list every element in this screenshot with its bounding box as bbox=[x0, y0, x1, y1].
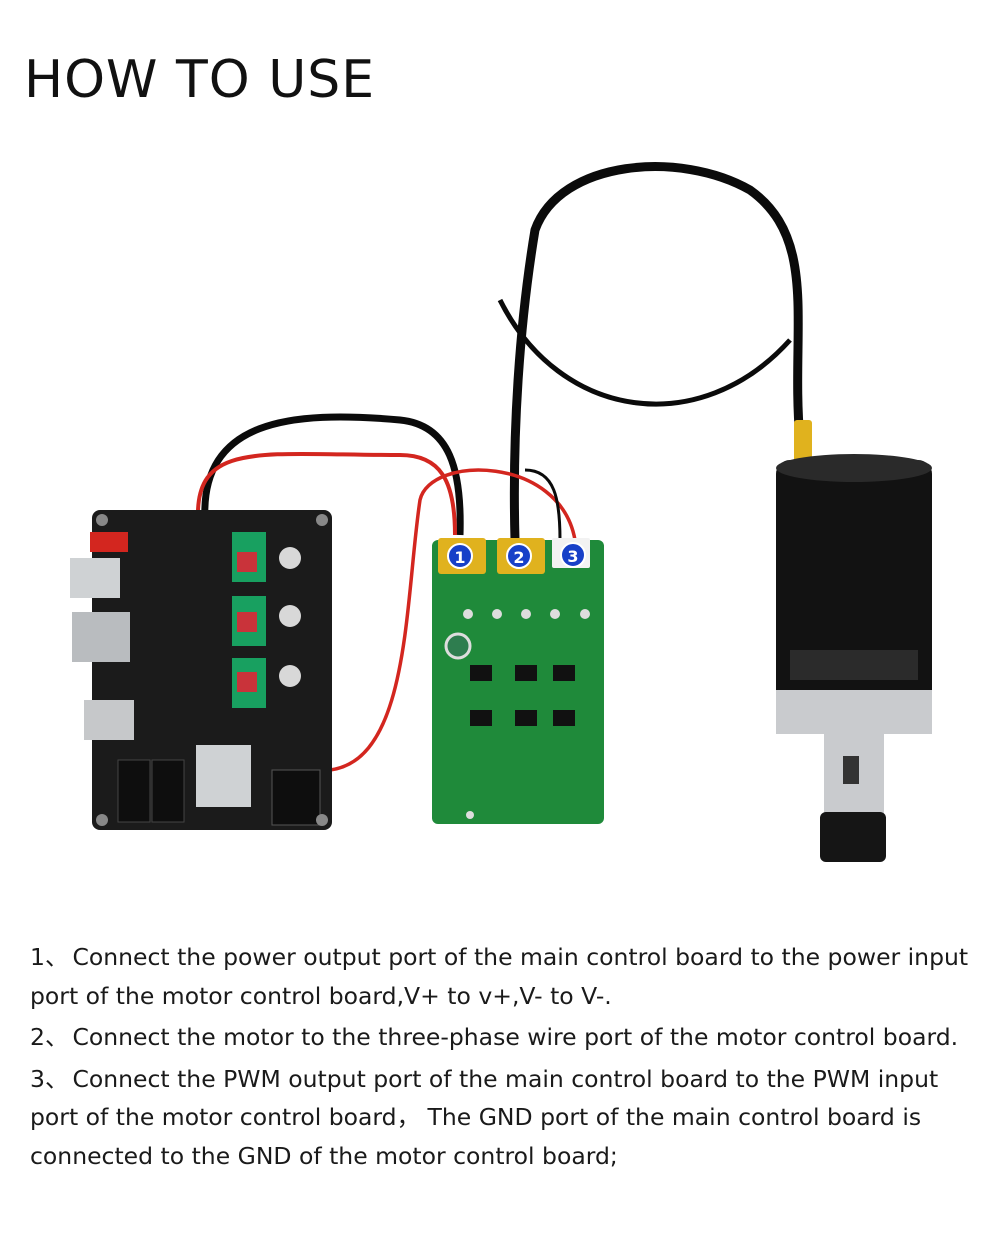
step-2: 2、Connect the motor to the three-phase w… bbox=[30, 1018, 985, 1057]
step-3-text: Connect the PWM output port of the main … bbox=[30, 1064, 939, 1170]
wiring-illustration: 1 2 3 bbox=[70, 162, 932, 862]
step-1: 1、Connect the power output port of the m… bbox=[30, 938, 985, 1015]
pwm-cable-red bbox=[329, 468, 577, 772]
step-2-number: 2、 bbox=[30, 1023, 69, 1051]
main-control-board bbox=[70, 510, 332, 830]
motor-cable bbox=[509, 162, 805, 545]
badge-1: 1 bbox=[447, 543, 473, 569]
step-3: 3、Connect the PWM output port of the mai… bbox=[30, 1060, 985, 1176]
badge-3: 3 bbox=[560, 542, 586, 568]
step-3-number: 3、 bbox=[30, 1064, 69, 1093]
step-1-text: Connect the power output port of the mai… bbox=[30, 943, 969, 1010]
badge-3-label: 3 bbox=[567, 547, 578, 566]
spindle-motor bbox=[776, 420, 932, 862]
badge-2-label: 2 bbox=[513, 548, 524, 567]
instructions: 1、Connect the power output port of the m… bbox=[30, 938, 985, 1178]
page-title: HOW TO USE bbox=[24, 50, 376, 110]
motor-control-board bbox=[432, 538, 604, 824]
badge-2: 2 bbox=[506, 543, 532, 569]
pwm-cable-black bbox=[524, 468, 562, 541]
power-cable-red bbox=[195, 451, 457, 536]
step-1-number: 1、 bbox=[30, 943, 69, 971]
badge-1-label: 1 bbox=[454, 548, 465, 567]
step-2-text: Connect the motor to the three-phase wir… bbox=[72, 1023, 959, 1051]
